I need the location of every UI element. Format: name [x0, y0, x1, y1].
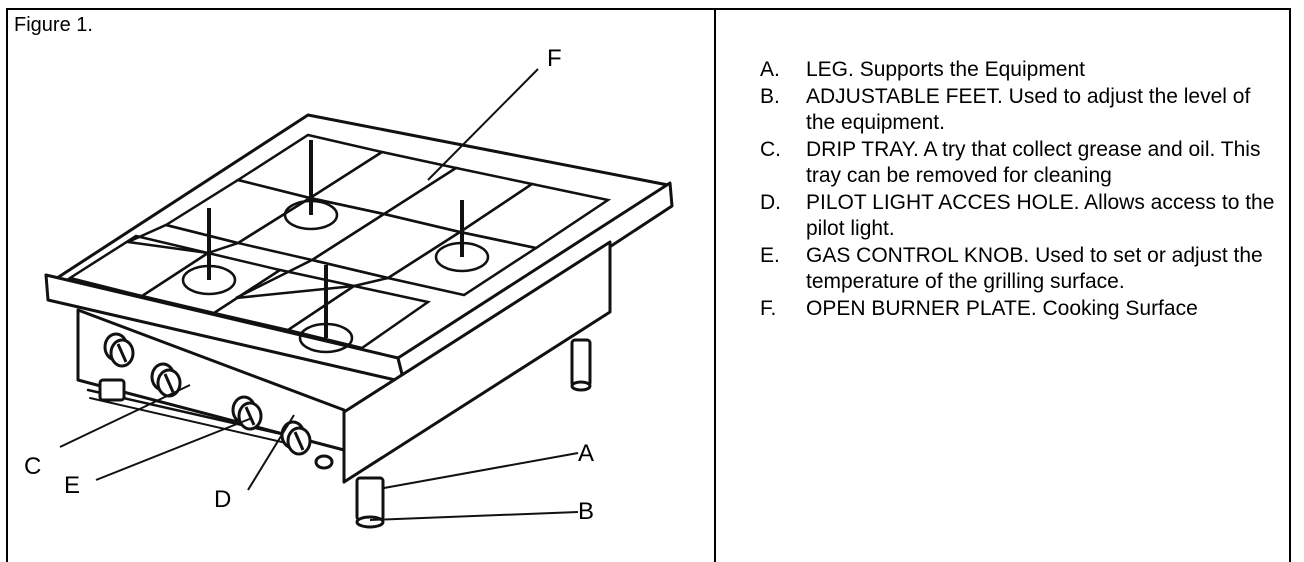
- leader-c: [59, 384, 191, 448]
- figure-illustration-area: F C E D A B: [8, 10, 714, 562]
- table-cell-divider: [714, 8, 716, 562]
- cooktop-illustration: [44, 68, 674, 529]
- parts-legend-list: A. LEG. Supports the Equipment B. ADJUST…: [760, 57, 1280, 322]
- grate-left: [66, 208, 284, 315]
- legend-letter: C.: [760, 137, 781, 161]
- legend-item-c: C. DRIP TRAY. A try that collect grease …: [760, 137, 1280, 190]
- callout-label-d: D: [214, 486, 232, 513]
- knob-2: [150, 362, 182, 398]
- legend-item-e: E. GAS CONTROL KNOB. Used to set or adju…: [760, 243, 1280, 296]
- legend-item-d: D. PILOT LIGHT ACCES HOLE. Allows access…: [760, 190, 1280, 243]
- pilot-light-hole: [314, 454, 334, 470]
- legend-text: OPEN BURNER PLATE. Cooking Surface: [806, 296, 1198, 320]
- legend-letter: B.: [760, 84, 780, 108]
- legend-text: LEG. Supports the Equipment: [806, 58, 1085, 81]
- leg-rear-right: [570, 338, 592, 392]
- knob-1: [103, 332, 135, 368]
- callout-leaders: [59, 68, 579, 521]
- leader-a: [383, 452, 579, 489]
- legend-letter: E.: [760, 243, 780, 267]
- callout-label-c: C: [24, 453, 42, 480]
- document-table-frame: [6, 8, 1291, 562]
- grate-right: [308, 166, 612, 297]
- leg-front-left: [98, 378, 126, 402]
- legend-text: DRIP TRAY. A try that collect grease and…: [806, 137, 1261, 188]
- figure-caption: Figure 1.: [14, 14, 93, 36]
- legend-item-a: A. LEG. Supports the Equipment: [760, 57, 1280, 84]
- leader-d: [247, 414, 295, 491]
- legend-item-f: F. OPEN BURNER PLATE. Cooking Surface: [760, 296, 1280, 323]
- callout-label-e: E: [64, 472, 81, 499]
- legend-letter: D.: [760, 190, 781, 214]
- knob-3: [231, 395, 263, 431]
- grate-front: [210, 258, 432, 354]
- legend-text: ADJUSTABLE FEET. Used to adjust the leve…: [806, 84, 1251, 135]
- legend-text: GAS CONTROL KNOB. Used to set or adjust …: [806, 243, 1263, 294]
- legend-text: PILOT LIGHT ACCES HOLE. Allows access to…: [806, 190, 1275, 241]
- burner-grates: [66, 133, 612, 354]
- callout-label-b: B: [578, 498, 595, 525]
- legend-letter: F.: [760, 296, 777, 320]
- knobs-group: [103, 332, 334, 470]
- legend-letter: A.: [760, 58, 780, 81]
- leader-b: [369, 511, 579, 521]
- leader-f: [427, 68, 539, 181]
- leader-e: [95, 417, 253, 481]
- legend-item-b: B. ADJUSTABLE FEET. Used to adjust the l…: [760, 84, 1280, 137]
- callout-label-a: A: [578, 440, 595, 467]
- callout-label-f: F: [547, 45, 562, 72]
